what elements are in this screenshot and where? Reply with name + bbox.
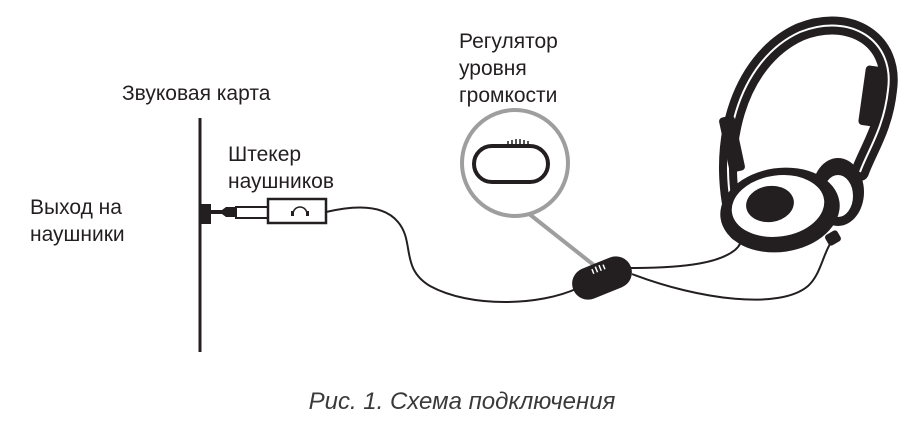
cable-to-right-ear: [629, 235, 743, 269]
headphones: [719, 16, 898, 253]
volume-label-line-1: Регулятор: [459, 30, 558, 53]
headphone-plug-label: Штекер наушников: [228, 141, 334, 195]
cable-plug-to-control: [325, 206, 579, 303]
sound-card-label: Звуковая карта: [122, 82, 271, 105]
figure-caption: Рис. 1. Схема подключения: [308, 388, 616, 415]
plug-label-line-2: наушников: [228, 170, 334, 193]
headphone-output-label: Выход на наушники: [30, 194, 125, 248]
volume-control-callout: [460, 108, 602, 272]
volume-label-line-3: громкости: [459, 84, 558, 107]
headphone-output-jack: [199, 204, 211, 224]
volume-label-line-2: уровня: [459, 57, 527, 80]
plug-label-line-1: Штекер: [228, 143, 302, 166]
headphone-plug: [211, 197, 328, 225]
output-label-line-2: наушники: [30, 223, 125, 246]
cable-to-left-ear: [631, 243, 831, 301]
volume-control-label: Регулятор уровня громкости: [459, 28, 558, 109]
headphones-symbol-icon: [291, 206, 309, 216]
output-label-line-1: Выход на: [30, 196, 122, 219]
volume-control-body: [572, 256, 632, 300]
left-earcup: [720, 167, 840, 253]
